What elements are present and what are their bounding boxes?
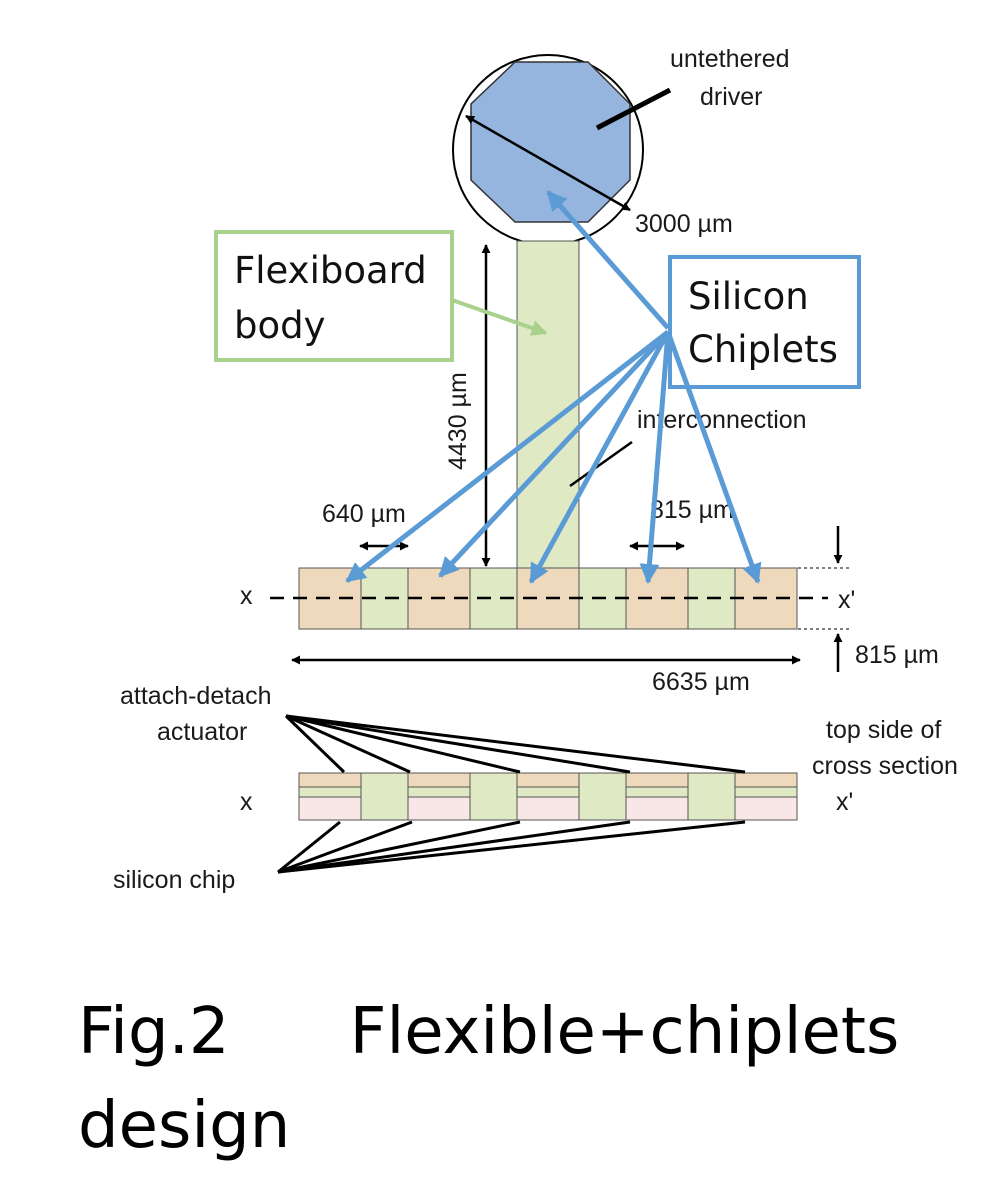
actuator-label: actuator — [157, 718, 247, 746]
middle-layer — [516, 786, 580, 798]
middle-layer — [407, 786, 471, 798]
dim-4430-label: 4430 µm — [444, 372, 472, 470]
arrow-to-chip-4 — [639, 331, 671, 584]
silicon-chiplets-callout-line2: Chiplets — [688, 328, 838, 371]
figure-caption: Fig.2 Flexible+chiplets design — [78, 985, 978, 1173]
arrow-to-chip-3 — [528, 330, 671, 584]
flex-green-section — [578, 772, 627, 821]
silicon-chiplets-callout-box — [668, 255, 861, 389]
actuator-top — [516, 772, 580, 788]
arrow-to-chip-2 — [438, 330, 670, 578]
flex-green-section — [687, 772, 736, 821]
silicon-chip-block — [407, 796, 471, 821]
dim-815-top-label: 815 µm — [650, 496, 734, 524]
silicon-chip-block — [625, 796, 689, 821]
dim-815-right-label: 815 µm — [855, 641, 939, 669]
interconnection-leader — [569, 440, 633, 488]
silicon-chip-leader-lines — [277, 820, 746, 874]
caption-line-2: design — [78, 1089, 291, 1163]
untethered-label: untethered — [670, 45, 790, 73]
arrow-to-chip-5 — [665, 331, 762, 584]
cross-section — [298, 772, 798, 821]
flexiboard-stem — [516, 240, 580, 569]
actuator-top — [734, 772, 798, 788]
flex-green-section — [360, 772, 409, 821]
x-right-bottom-label: x' — [836, 788, 853, 816]
actuator-top — [298, 772, 362, 788]
caption-line-1: Fig.2 Flexible+chiplets — [78, 985, 978, 1079]
flexiboard-callout-line1: Flexiboard — [234, 249, 427, 292]
x-left-top-label: x — [240, 582, 253, 610]
driver-leader-line — [595, 87, 672, 131]
middle-layer — [298, 786, 362, 798]
dim-640-label: 640 µm — [322, 500, 406, 528]
actuator-leader-lines — [284, 714, 746, 774]
flexible-chiplets-diagram: untethered driver 3000 µm 4430 µm interc… — [113, 45, 958, 894]
silicon-chip-block — [298, 796, 362, 821]
driver-label: driver — [700, 83, 763, 111]
chiplet-pointer-arrows — [345, 190, 762, 584]
middle-layer — [734, 786, 798, 798]
dim-3000-label: 3000 µm — [635, 210, 733, 238]
silicon-chip-block — [734, 796, 798, 821]
silicon-chiplets-callout-line1: Silicon — [688, 275, 809, 318]
driver-diameter-arrow — [465, 114, 631, 212]
interconnection-label: interconnection — [637, 406, 807, 434]
actuator-top — [625, 772, 689, 788]
flex-green-section — [469, 772, 518, 821]
chip-tan — [625, 567, 689, 630]
arrow-to-chip-1 — [345, 330, 670, 583]
top-side-label: top side of — [826, 716, 941, 744]
middle-layer — [625, 786, 689, 798]
x-right-top-label: x' — [838, 586, 855, 614]
flexiboard-callout-line2: body — [234, 304, 326, 347]
x-left-bottom-label: x — [240, 788, 253, 816]
actuator-top — [407, 772, 471, 788]
flexiboard-arrow — [451, 298, 548, 336]
caption-title: Flexible+chiplets — [349, 995, 900, 1069]
dim-6635-label: 6635 µm — [652, 668, 750, 696]
silicon-chip-block — [516, 796, 580, 821]
attach-detach-label: attach-detach — [120, 682, 272, 710]
cross-section-label: cross section — [812, 752, 958, 780]
silicon-chip-label: silicon chip — [113, 866, 235, 894]
arrow-to-driver — [546, 190, 670, 330]
flexiboard-callout-box — [214, 230, 454, 362]
caption-fig-number: Fig.2 — [78, 995, 230, 1069]
